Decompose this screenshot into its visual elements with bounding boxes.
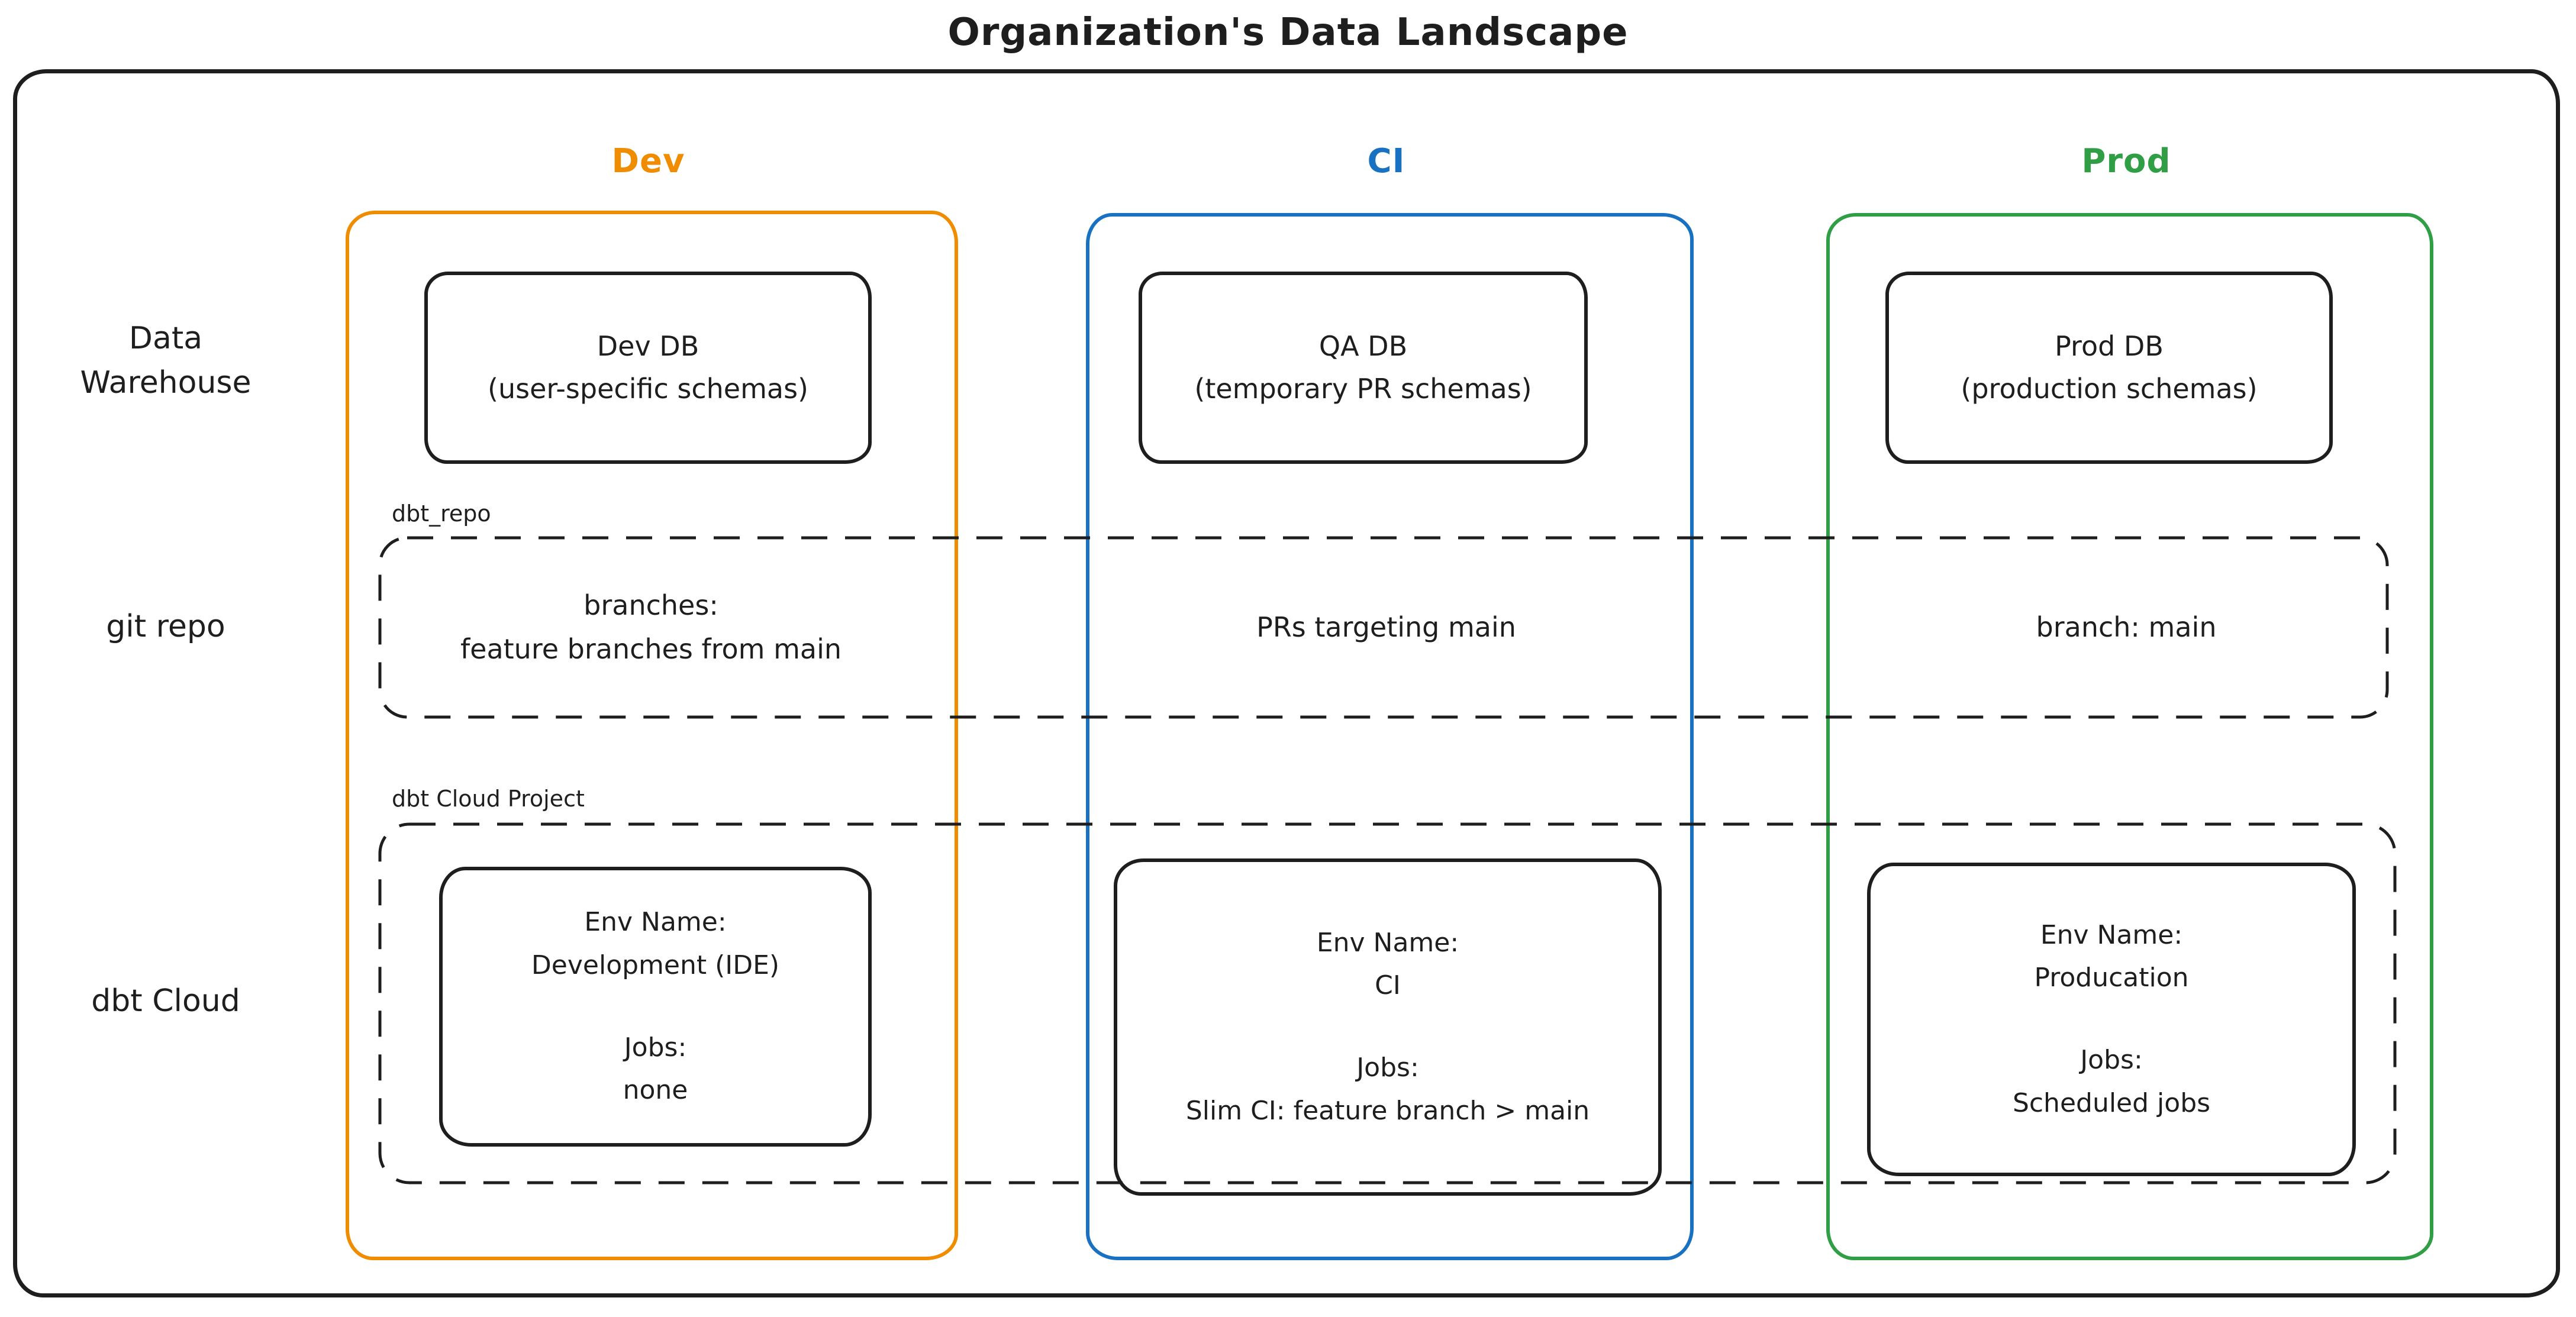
git-repo-dev-line2: feature branches from main	[460, 632, 842, 665]
jobs-label-ci: Jobs:	[1356, 1053, 1419, 1083]
qa-db-box: QA DB (temporary PR schemas)	[1139, 272, 1588, 464]
dbt-cloud-group-label: dbt Cloud Project	[392, 786, 585, 812]
page-title: Organization's Data Landscape	[947, 11, 1629, 54]
env-name-label-prod: Env Name:	[2040, 919, 2183, 950]
env-name-value-dev: Development (IDE)	[531, 950, 780, 980]
env-box-ci: Env Name: CI Jobs: Slim CI: feature bran…	[1114, 858, 1662, 1196]
row-label-data-warehouse: Data Warehouse	[80, 321, 252, 401]
row-label-git-repo: git repo	[106, 609, 225, 644]
column-prod-box	[1826, 213, 2433, 1260]
git-repo-dev-line1: branches:	[583, 589, 718, 621]
jobs-value-ci: Slim CI: feature branch > main	[1185, 1095, 1590, 1126]
dev-db-box: Dev DB (user-specific schemas)	[424, 272, 872, 464]
diagram-outer-box	[13, 69, 2560, 1297]
git-repo-group-label: dbt_repo	[392, 501, 491, 527]
dbt-cloud-dashed-box	[378, 822, 2397, 1184]
row-label-dbt-cloud: dbt Cloud	[91, 983, 240, 1019]
qa-db-title: QA DB	[1318, 330, 1408, 363]
git-repo-prod-text: branch: main	[2036, 611, 2217, 643]
env-box-dev: Env Name: Development (IDE) Jobs: none	[439, 867, 872, 1147]
git-repo-dev-text: branches: feature branches from main	[349, 536, 953, 719]
jobs-value-prod: Scheduled jobs	[2012, 1087, 2211, 1118]
column-header-dev: Dev	[611, 142, 685, 180]
prod-db-box: Prod DB (production schemas)	[1885, 272, 2333, 464]
jobs-label-dev: Jobs:	[624, 1032, 687, 1063]
dev-db-title: Dev DB	[597, 330, 699, 363]
column-ci-box	[1086, 213, 1694, 1260]
env-box-prod: Env Name: Producation Jobs: Scheduled jo…	[1867, 863, 2356, 1176]
git-repo-ci-text: PRs targeting main	[1256, 611, 1516, 643]
env-name-value-ci: CI	[1375, 970, 1401, 1001]
git-repo-dashed-box	[378, 536, 2389, 719]
jobs-value-dev: none	[623, 1075, 688, 1106]
env-name-label-dev: Env Name:	[584, 907, 727, 938]
dev-db-subtitle: (user-specific schemas)	[488, 372, 808, 405]
env-name-label-ci: Env Name:	[1316, 927, 1459, 958]
prod-db-subtitle: (production schemas)	[1961, 372, 2258, 405]
prod-db-title: Prod DB	[2055, 330, 2164, 363]
column-header-prod: Prod	[2081, 142, 2171, 180]
column-dev-box	[346, 211, 958, 1260]
jobs-label-prod: Jobs:	[2080, 1045, 2143, 1075]
column-header-ci: CI	[1367, 142, 1405, 180]
env-name-value-prod: Producation	[2034, 963, 2189, 993]
qa-db-subtitle: (temporary PR schemas)	[1194, 372, 1532, 405]
